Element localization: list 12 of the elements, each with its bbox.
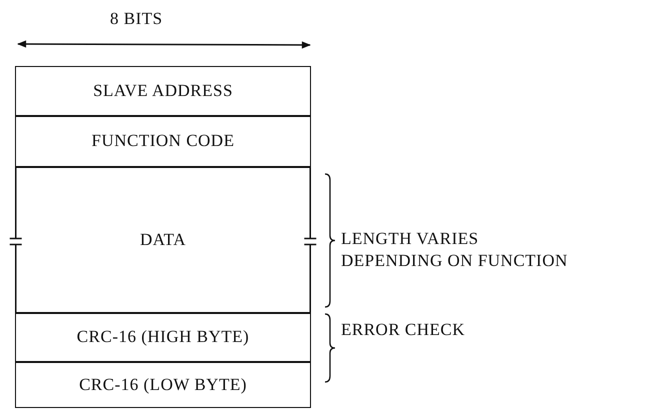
brace-label: ERROR CHECK — [341, 319, 466, 341]
field-box — [15, 312, 311, 362]
field-box — [15, 361, 311, 408]
field-label: DATA — [140, 230, 186, 250]
field-label: CRC-16 (HIGH BYTE) — [76, 327, 250, 348]
field-label: CRC-16 (LOW BYTE) — [79, 374, 247, 394]
field-box — [15, 66, 311, 116]
brace-label: LENGTH VARIES DEPENDING ON FUNCTION — [341, 228, 569, 272]
field-box — [15, 115, 311, 168]
field-label: SLAVE ADDRESS — [93, 81, 233, 102]
field-label: FUNCTION CODE — [92, 131, 234, 152]
dimension-label: 8 BITS — [110, 8, 163, 30]
